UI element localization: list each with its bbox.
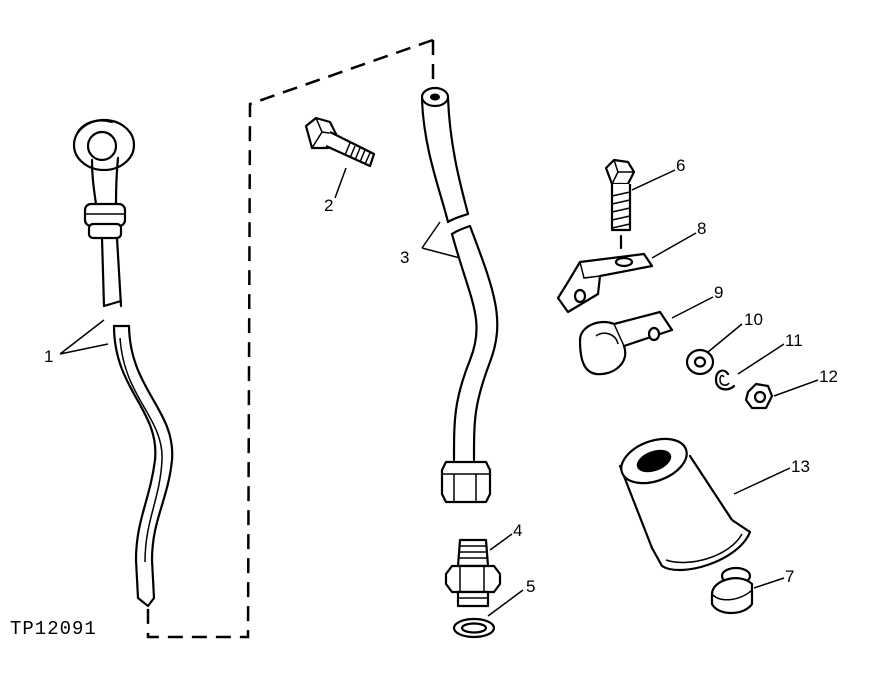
tube-assembly-part — [420, 86, 499, 504]
callout-1: 1 — [44, 347, 53, 366]
callout-7: 7 — [785, 567, 794, 586]
callout-3: 3 — [400, 248, 409, 267]
bolt-part — [604, 158, 636, 250]
adapter-fitting-part — [444, 538, 502, 608]
callout-12: 12 — [819, 367, 838, 386]
washer-part — [452, 617, 496, 639]
callout-9: 9 — [714, 283, 723, 302]
leader-lines — [59, 167, 819, 617]
bracket-part — [556, 252, 654, 314]
filter-part — [618, 437, 752, 571]
callout-5: 5 — [526, 577, 535, 596]
callout-11: 11 — [785, 331, 803, 350]
callout-10: 10 — [744, 310, 763, 329]
callout-2: 2 — [324, 196, 333, 215]
dashed-group-outline — [146, 38, 435, 639]
clamp-part — [578, 310, 674, 376]
nut-part — [744, 382, 774, 410]
lock-washer-part — [685, 348, 715, 376]
dipstick-part — [72, 118, 174, 608]
cap-screw-part — [304, 116, 376, 168]
callout-6: 6 — [676, 156, 685, 175]
split-washer-part — [714, 369, 736, 391]
callout-4: 4 — [513, 521, 522, 540]
callout-8: 8 — [697, 219, 706, 238]
figure-code: TP12091 — [10, 618, 97, 640]
plug-part — [710, 566, 754, 615]
callout-13: 13 — [791, 457, 810, 476]
